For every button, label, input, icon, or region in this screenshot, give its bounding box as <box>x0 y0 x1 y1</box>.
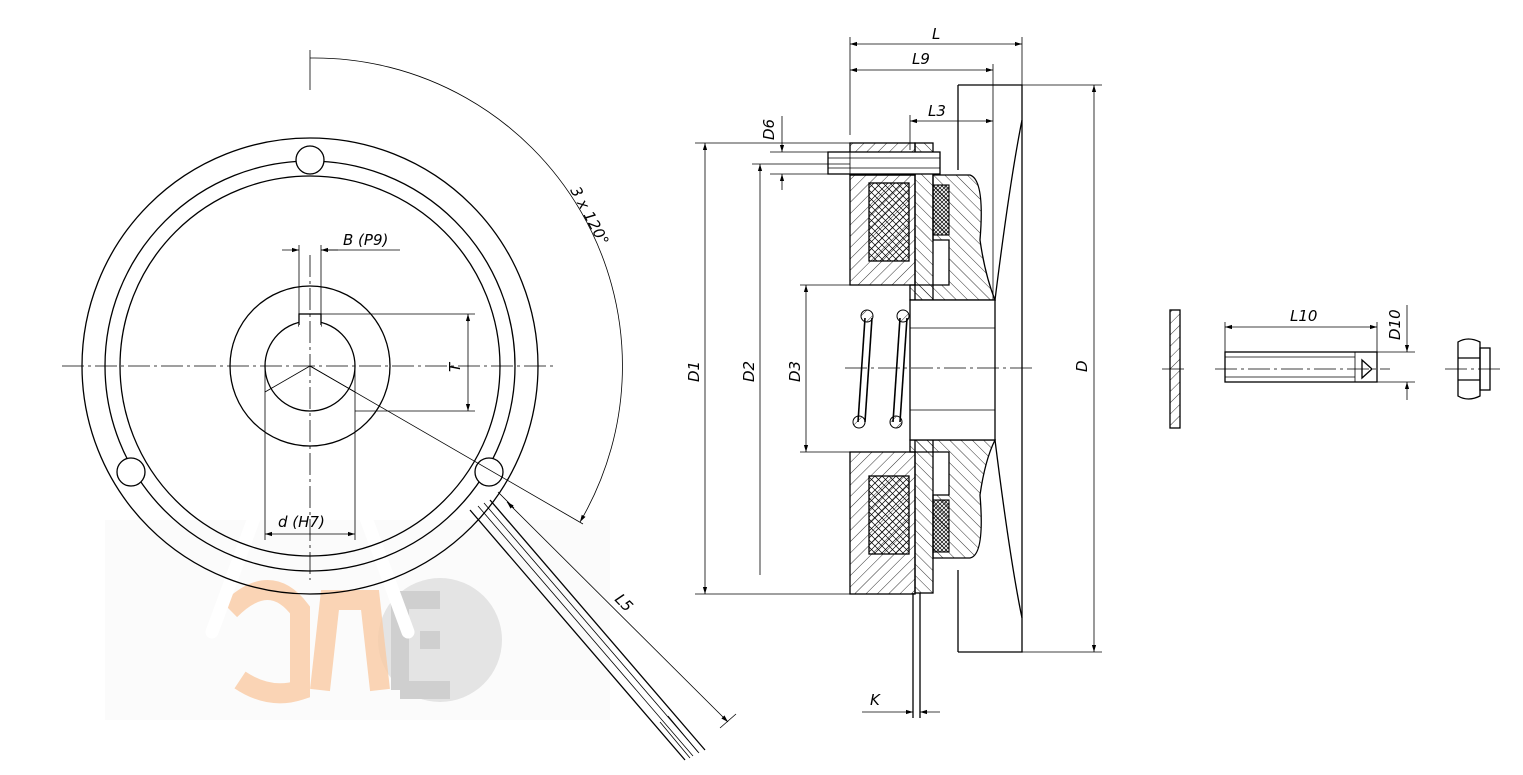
screw <box>827 151 941 175</box>
bolt-hole-left <box>116 457 146 487</box>
fasteners: L10 D10 <box>1162 305 1500 429</box>
section-view: L L9 L3 D6 D1 D2 D3 D <box>685 25 1102 718</box>
flange-bottom <box>909 439 997 559</box>
nut <box>1445 338 1500 400</box>
B-label: B (P9) <box>343 231 388 249</box>
L5-label: L5 <box>611 590 636 615</box>
L9-label: L9 <box>912 50 930 68</box>
d-label: d (H7) <box>278 513 325 531</box>
L-label: L <box>932 25 940 43</box>
bolt-hole-right <box>474 457 504 487</box>
D6-label: D6 <box>760 119 778 140</box>
D-label: D <box>1073 360 1091 372</box>
D1-label: D1 <box>685 361 703 382</box>
set-screw <box>1224 351 1378 383</box>
L3-label: L3 <box>928 102 946 120</box>
bolt-hole-top <box>295 145 325 175</box>
coil-top <box>868 182 910 262</box>
flange-top <box>909 174 996 301</box>
coil-bottom <box>868 475 910 555</box>
T-label: T <box>446 361 464 372</box>
D2-label: D2 <box>740 361 758 382</box>
D10-label: D10 <box>1386 309 1404 340</box>
L10-label: L10 <box>1290 307 1317 325</box>
angle-label: 3 x 120° <box>566 183 612 248</box>
D3-label: D3 <box>786 361 804 382</box>
K-label: K <box>870 691 881 709</box>
handwheel-front-view: 3 x 120° B (P9) T d (H7) L5 <box>21 50 737 761</box>
springs <box>852 309 910 429</box>
